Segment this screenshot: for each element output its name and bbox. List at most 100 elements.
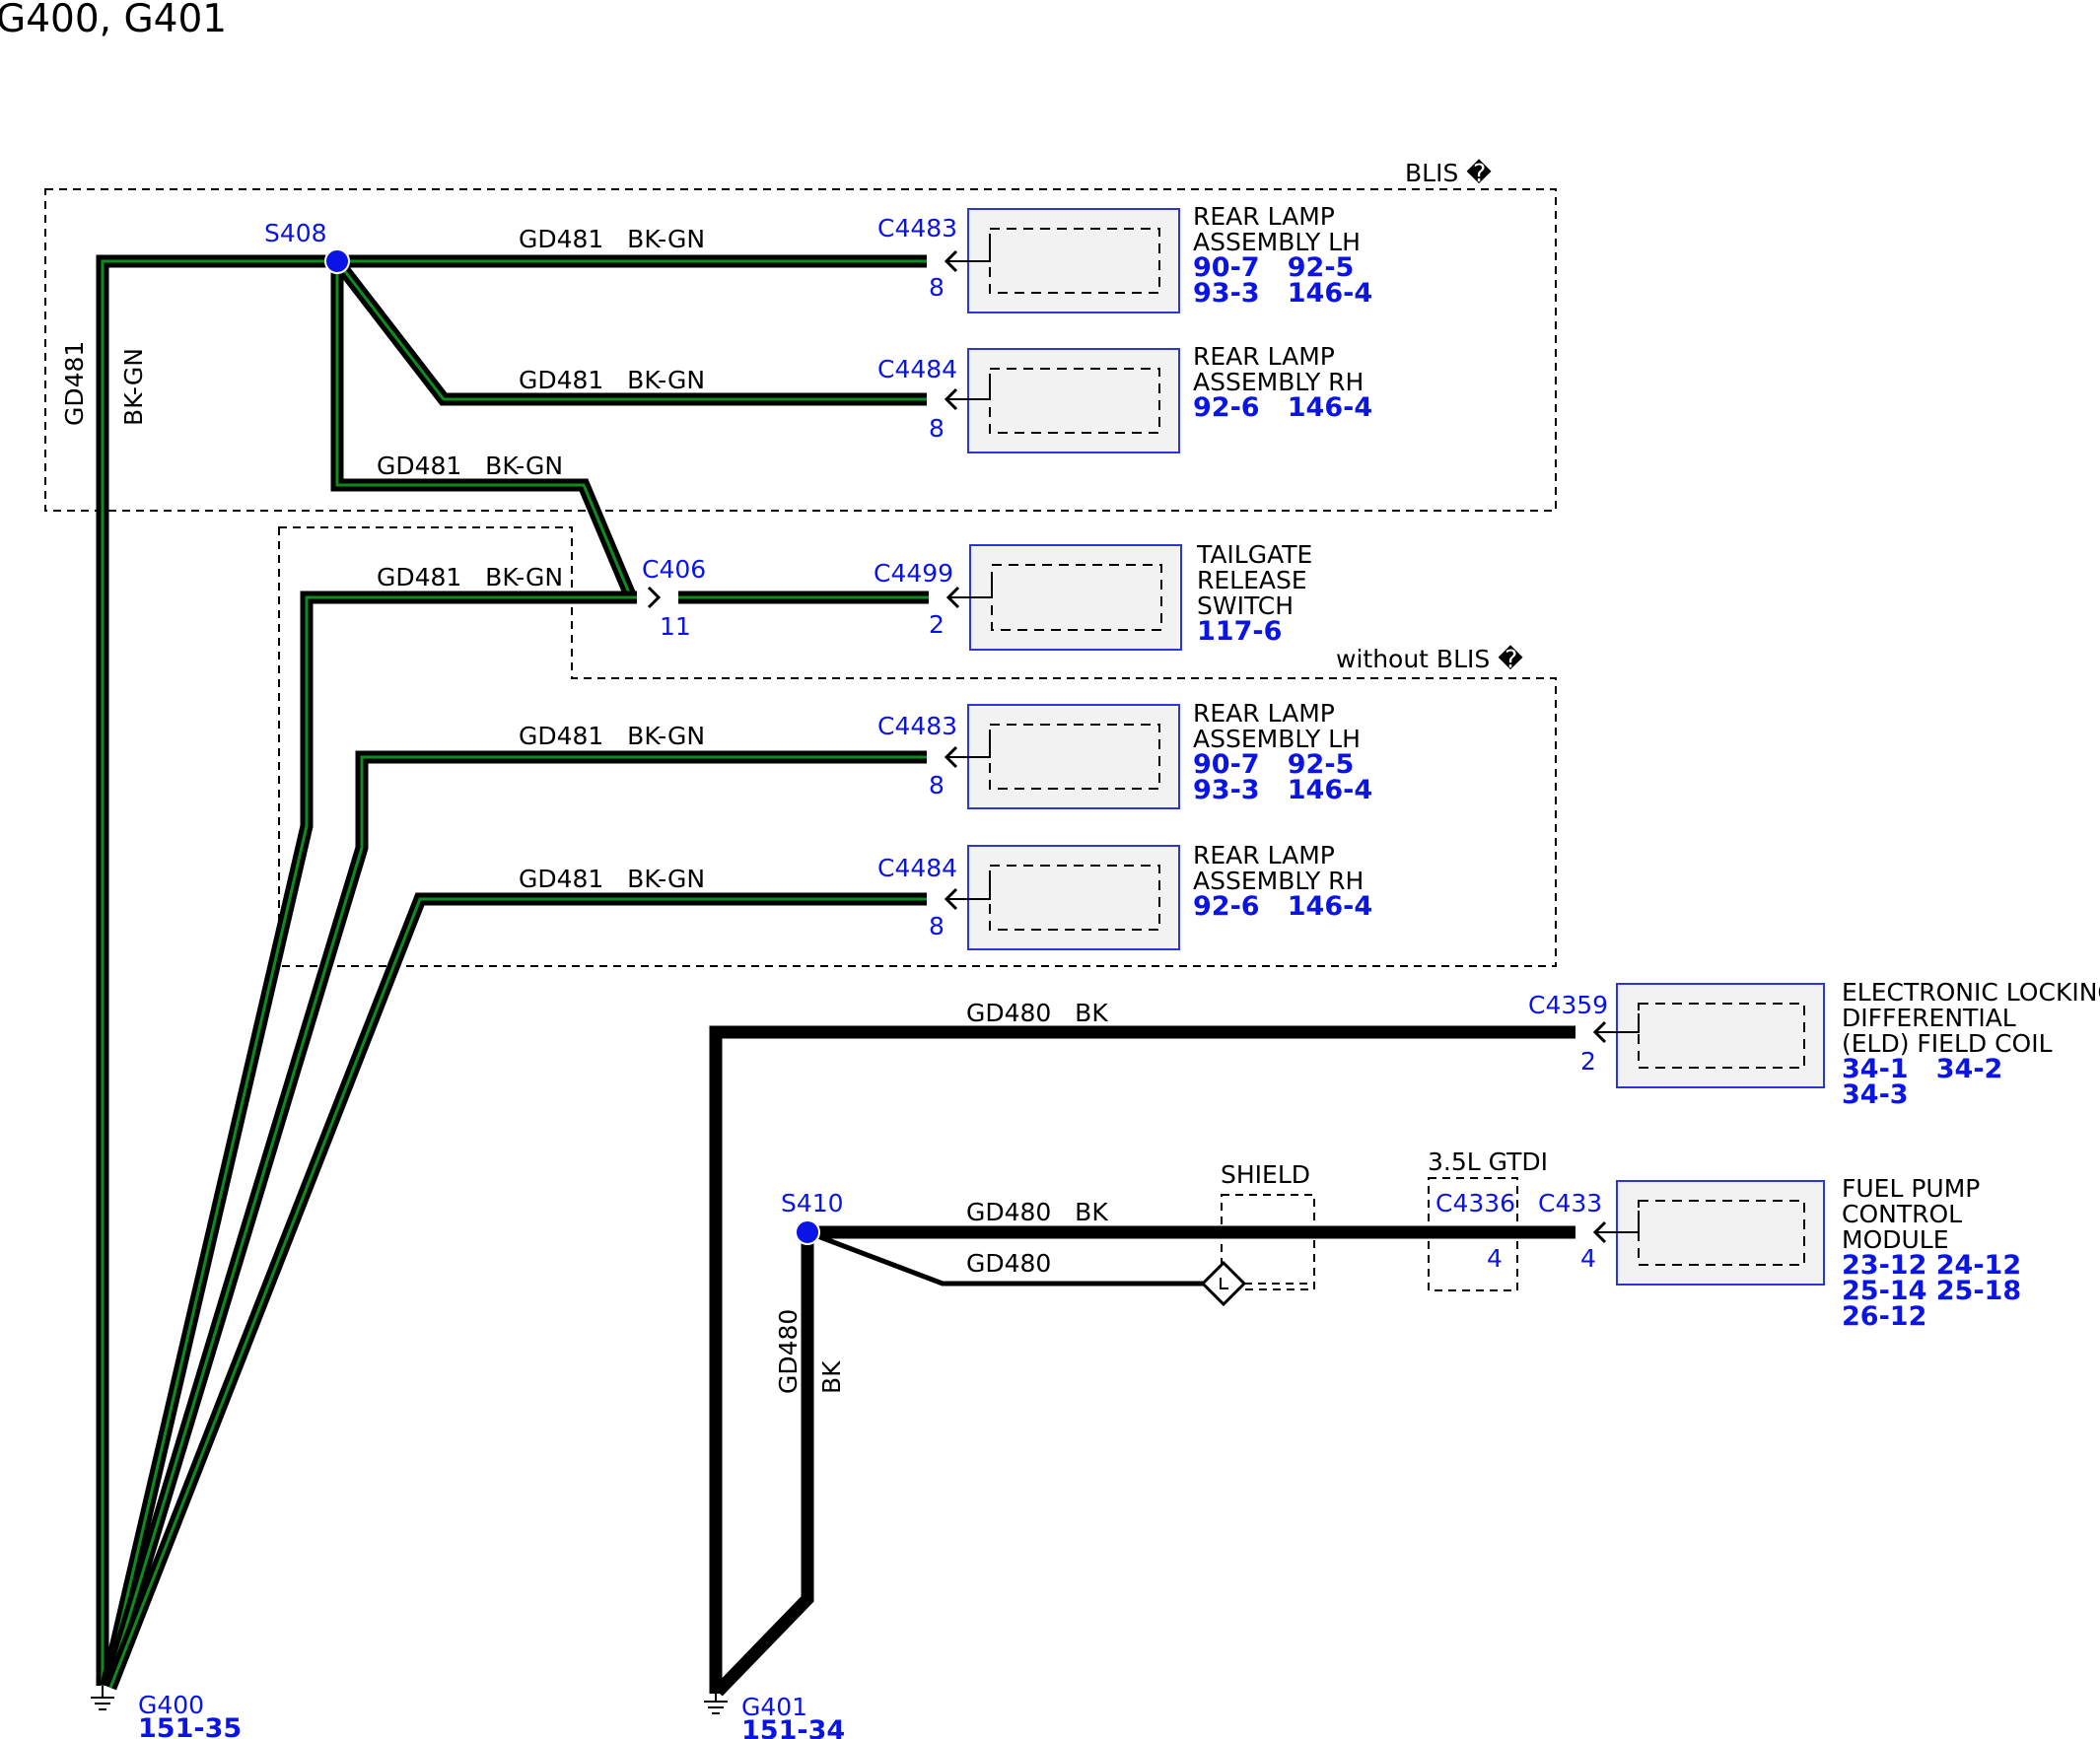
component-inner-outline (989, 724, 1160, 790)
component-inner-outline (989, 368, 1160, 434)
component-name-line: DIFFERENTIAL (1842, 1004, 2016, 1032)
component-ref-line: 34-1 34-2 (1842, 1054, 2002, 1084)
wire-label: GD481 BK-GN (519, 865, 705, 893)
component-name-line: REAR LAMP (1193, 841, 1335, 870)
c406-connector-icon (647, 586, 662, 609)
blis-region-label: BLIS � (1405, 159, 1492, 187)
connector-pin-number: 8 (929, 771, 945, 800)
connector-pin-number: 2 (1580, 1047, 1596, 1076)
connector-label: C433 (1538, 1189, 1602, 1217)
connector-stub (1595, 1013, 1640, 1033)
component-ref-line: 90-7 92-5 (1193, 252, 1354, 283)
c4336-pin: 4 (1487, 1244, 1503, 1273)
component-name-line: ASSEMBLY RH (1193, 867, 1364, 895)
connector-label: C4484 (877, 355, 957, 383)
ground-g400-label: G400 (138, 1691, 204, 1719)
without-blis-region-label: without BLIS � (1336, 645, 1523, 673)
wire-label-vertical-color: BK (817, 1360, 846, 1394)
connector-pin-number: 8 (929, 273, 945, 302)
ground-g401-icon (704, 1694, 728, 1714)
component-ref-line: 92-6 146-4 (1193, 891, 1372, 922)
connector-pin-number: 8 (929, 912, 945, 940)
splice-s410-label: S410 (781, 1189, 844, 1217)
connector-pin-number: 4 (1580, 1244, 1596, 1273)
connector-label: C4483 (877, 214, 957, 243)
component-name-line: SWITCH (1197, 591, 1294, 620)
connector-stub (946, 379, 991, 400)
component-ref-line: 93-3 146-4 (1193, 775, 1372, 805)
splice-s410 (795, 1219, 820, 1245)
component-box (969, 544, 1182, 651)
wire-label: GD481 BK-GN (377, 563, 563, 591)
connector-stub (948, 575, 993, 598)
component-name-line: REAR LAMP (1193, 202, 1335, 231)
component-ref-line: 90-7 92-5 (1193, 749, 1354, 780)
component-ref-line: 117-6 (1197, 616, 1282, 647)
component-ref-line: 26-12 (1842, 1301, 1926, 1332)
shield-label: SHIELD (1221, 1160, 1310, 1189)
component-name-line: MODULE (1842, 1225, 1949, 1254)
component-name-line: FUEL PUMP (1842, 1174, 1980, 1203)
wire-label: GD481 BK-GN (519, 366, 705, 394)
wire-label: GD480 BK (966, 999, 1108, 1027)
component-ref-line: 23-12 24-12 (1842, 1250, 2021, 1281)
gtdi-label: 3.5L GTDI (1428, 1148, 1548, 1176)
connector-stub (946, 239, 991, 262)
component-name-line: ELECTRONIC LOCKING (1842, 978, 2100, 1007)
component-name-line: RELEASE (1197, 566, 1307, 594)
connector-label: C4499 (874, 559, 953, 588)
wire-label-vertical-circuit: GD480 (774, 1309, 803, 1394)
component-box (1616, 1180, 1825, 1286)
gd481-wires (96, 254, 929, 1691)
shield-region-outline (1221, 1194, 1315, 1290)
component-name-line: (ELD) FIELD COIL (1842, 1029, 2053, 1058)
component-name-line: ASSEMBLY LH (1193, 228, 1361, 256)
gd480-wires (709, 1025, 1575, 1697)
component-box (967, 208, 1180, 313)
component-ref-line: 92-6 146-4 (1193, 392, 1372, 423)
connector-pin-number: 2 (929, 610, 945, 639)
component-box (967, 704, 1180, 809)
connector-label: C4484 (877, 854, 957, 882)
component-ref-line: 34-3 (1842, 1079, 1909, 1110)
splice-s408-label: S408 (264, 219, 327, 247)
wire-label: GD480 BK (966, 1198, 1108, 1226)
component-box (967, 845, 1180, 950)
c4336-label: C4336 (1435, 1189, 1515, 1217)
component-box (967, 348, 1180, 453)
ground-g401-label: G401 (741, 1693, 807, 1721)
component-name-line: TAILGATE (1196, 540, 1312, 569)
component-name-line: REAR LAMP (1193, 699, 1335, 728)
wire-label: GD481 BK-GN (377, 452, 563, 480)
wire-label-vertical-color: BK-GN (119, 348, 148, 426)
splice-s408 (324, 248, 350, 274)
blis-region-outline (44, 188, 1557, 512)
c406-pin: 11 (660, 612, 691, 641)
component-ref-line: 93-3 146-4 (1193, 278, 1372, 309)
ground-g400-icon (91, 1686, 114, 1710)
connector-stub (946, 875, 991, 900)
without-blis-region-outline (278, 526, 1557, 967)
connector-stub (1595, 1211, 1640, 1233)
component-name-line: REAR LAMP (1193, 342, 1335, 371)
component-name-line: CONTROL (1842, 1200, 1962, 1228)
connector-pin-number: 8 (929, 414, 945, 443)
component-name-line: ASSEMBLY LH (1193, 725, 1361, 753)
connector-stub (946, 734, 991, 758)
wire-label: GD481 BK-GN (519, 722, 705, 750)
component-ref-line: 25-14 25-18 (1842, 1276, 2021, 1306)
shield-drain-icon (1200, 1260, 1247, 1307)
wire-label: GD481 BK-GN (519, 225, 705, 253)
ground-g400-ref: 151-35 (138, 1713, 242, 1739)
wire-label-drain: GD480 (966, 1249, 1051, 1278)
ground-g401-ref: 151-34 (741, 1715, 845, 1739)
component-inner-outline (989, 228, 1160, 294)
